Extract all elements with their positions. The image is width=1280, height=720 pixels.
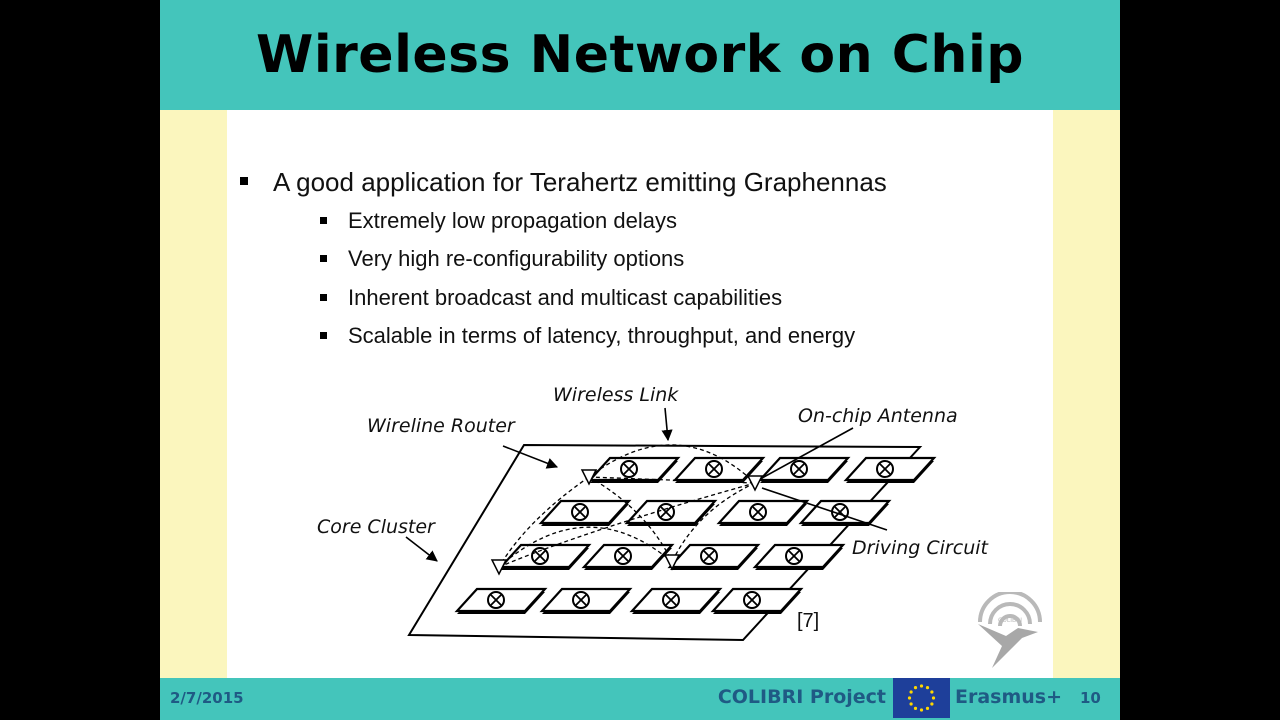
sub-bullet-text: Extremely low propagation delays	[348, 208, 677, 233]
core-cluster-tile	[624, 499, 718, 526]
core-cluster-tile	[454, 587, 548, 614]
wireless-link-arc	[588, 476, 756, 484]
antenna-icon	[663, 554, 681, 571]
router-icon	[531, 547, 549, 565]
wireline-router-pointer	[502, 445, 559, 469]
wireless-link-label: Wireless Link	[553, 384, 679, 406]
title-bar: Wireless Network on Chip	[160, 0, 1120, 110]
sub-bullet-item: Extremely low propagation delays	[273, 202, 887, 240]
bullet-marker-icon	[240, 177, 248, 185]
antenna-icon	[490, 559, 508, 576]
antenna-icon	[746, 475, 764, 492]
slide-content: A good application for Terahertz emittin…	[227, 110, 1053, 678]
wireless-link-arc	[588, 444, 756, 484]
sub-bullet-item: Very high re-configurability options	[273, 240, 887, 278]
wireless-link-pointer	[661, 407, 673, 442]
wireless-link-arc	[498, 482, 756, 568]
sub-bullet-list: Extremely low propagation delays Very hi…	[273, 202, 887, 356]
router-icon	[700, 547, 718, 565]
wireless-link-arc	[498, 476, 590, 568]
core-cluster-tile	[843, 456, 937, 483]
core-cluster-tile	[667, 543, 761, 570]
router-icon	[614, 547, 632, 565]
wireless-links	[498, 444, 756, 568]
footer-date: 2/7/2015	[170, 689, 244, 707]
onchip-antenna-pointer	[761, 427, 854, 479]
bullet-item: A good application for Terahertz emittin…	[240, 162, 887, 356]
sub-bullet-marker-icon	[320, 217, 327, 224]
footer: 2/7/2015 COLIBRI Project Erasmus+ 10	[160, 678, 1120, 720]
sub-bullet-marker-icon	[320, 332, 327, 340]
antenna-icon	[580, 469, 598, 486]
core-cluster-pointer	[405, 536, 438, 562]
slide-title: Wireless Network on Chip	[255, 25, 1024, 85]
sub-bullet-marker-icon	[320, 293, 327, 301]
bullet-list: A good application for Terahertz emittin…	[240, 162, 887, 356]
sub-bullet-item: Scalable in terms of latency, throughput…	[273, 317, 887, 355]
onchip-antennas	[490, 469, 764, 576]
slide: Wireless Network on Chip A good applicat…	[160, 0, 1120, 720]
logo-text: COLIBRI	[998, 617, 1022, 624]
router-icon	[572, 591, 590, 609]
erasmus-logo-text: Erasmus+	[955, 686, 1063, 708]
core-cluster-tile	[629, 587, 723, 614]
router-icon	[571, 503, 589, 521]
router-icon	[705, 460, 723, 478]
router-icon	[657, 503, 675, 521]
core-tiles	[454, 456, 937, 614]
core-cluster-tile	[539, 587, 633, 614]
footer-project-name: COLIBRI Project	[717, 686, 886, 708]
onchip-antenna-label: On-chip Antenna	[798, 405, 958, 427]
sub-bullet-text: Scalable in terms of latency, throughput…	[348, 323, 856, 349]
bullet-text: A good application for Terahertz emittin…	[273, 167, 887, 197]
core-cluster-label: Core Cluster	[317, 516, 436, 538]
core-cluster-tile	[498, 543, 592, 570]
router-icon	[749, 503, 767, 521]
core-cluster-tile	[716, 499, 810, 526]
router-icon	[743, 591, 761, 609]
driving-circuit-pointer	[761, 487, 888, 531]
wireless-link-arc	[588, 476, 673, 563]
sub-bullet-marker-icon	[320, 255, 327, 263]
hummingbird-logo-icon: COLIBRI	[978, 592, 1042, 668]
router-icon	[620, 460, 638, 478]
page-number: 10	[1080, 689, 1101, 707]
citation: [7]	[797, 610, 819, 632]
core-cluster-tile	[581, 543, 675, 570]
router-icon	[785, 547, 803, 565]
sub-bullet-text: Inherent broadcast and multicast capabil…	[348, 284, 783, 310]
wireline-router-label: Wireline Router	[367, 415, 516, 437]
wnoc-diagram: Wireless Link Wireline Router On-chip An…	[317, 384, 990, 642]
sub-bullet-text: Very high re-configurability options	[348, 246, 685, 272]
eu-flag-icon	[893, 678, 950, 718]
sub-bullet-item: Inherent broadcast and multicast capabil…	[273, 279, 887, 317]
router-icon	[487, 591, 505, 609]
core-cluster-tile	[752, 543, 846, 570]
router-icon	[662, 591, 680, 609]
router-icon	[790, 460, 808, 478]
label-pointers	[405, 407, 888, 562]
driving-circuit-label: Driving Circuit	[852, 537, 990, 559]
core-cluster-tile	[538, 499, 632, 526]
router-icon	[876, 460, 894, 478]
core-cluster-tile	[710, 587, 804, 614]
core-cluster-tile	[798, 499, 892, 526]
core-cluster-tile	[672, 456, 766, 483]
